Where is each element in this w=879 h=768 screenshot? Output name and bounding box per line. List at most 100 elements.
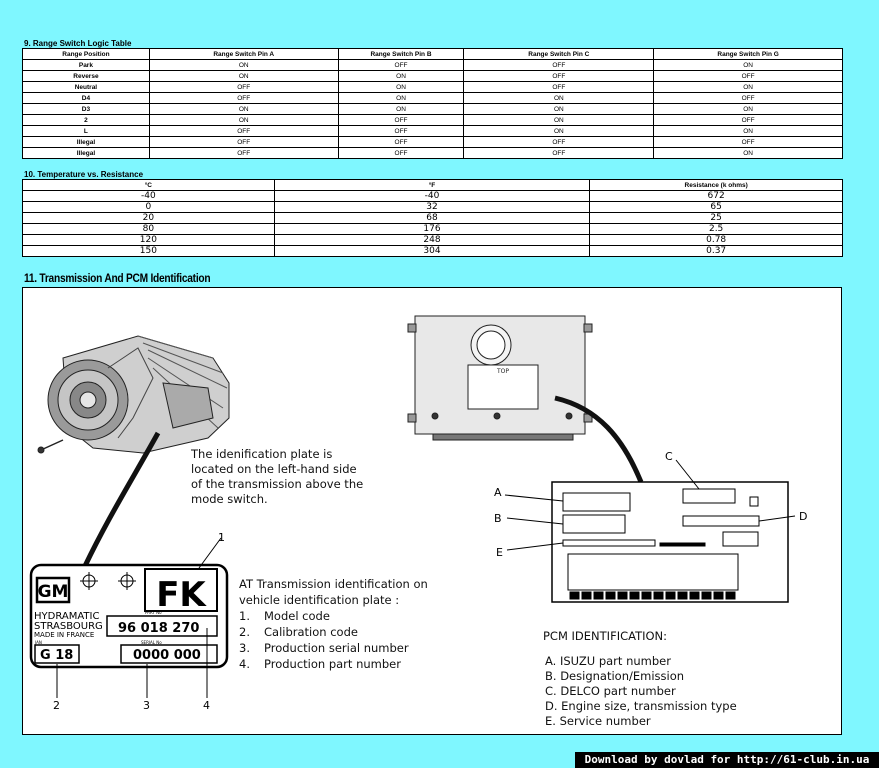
table-cell: OFF: [337, 125, 465, 137]
identification-drawing: GM FK HYDRAMATIC STRASBOURG MADE IN FRAN…: [29, 315, 807, 712]
table-cell: Illegal: [22, 147, 150, 159]
table-cell: OFF: [463, 70, 655, 82]
at-ident-item-number: 1.: [239, 609, 250, 623]
pcm-letter-a: A: [494, 486, 502, 499]
plate-location-line-2: located on the left-hand side: [191, 462, 357, 476]
plate-maker-line-1: HYDRAMATIC: [34, 611, 99, 622]
plate-location-note: The idenification plate is located on th…: [191, 447, 363, 507]
table-cell: OFF: [148, 125, 339, 137]
table-cell: D3: [22, 103, 150, 115]
pcm-letter-d: D: [799, 510, 807, 523]
t1-header-cell: Range Position: [22, 48, 150, 60]
identification-figure: GM FK HYDRAMATIC STRASBOURG MADE IN FRAN…: [22, 287, 842, 735]
section11-title: 11. Transmission And PCM Identification: [24, 271, 211, 285]
table-cell: 672: [589, 190, 843, 202]
table-cell: ON: [337, 92, 465, 104]
plate-calib-label: JAN: [34, 640, 42, 645]
at-ident-title-1: AT Transmission identification on: [239, 577, 428, 591]
at-ident-item-number: 3.: [239, 641, 250, 655]
table-cell: 248: [273, 234, 591, 246]
table-cell: 176: [273, 223, 591, 235]
table-cell: OFF: [337, 136, 465, 148]
transmission-drawing: [37, 335, 230, 454]
table-cell: ON: [653, 81, 843, 93]
table-cell: ON: [653, 59, 843, 71]
table-cell: ON: [463, 114, 655, 126]
at-ident-title-2: vehicle identification plate :: [239, 593, 400, 607]
plate-location-line-1: The idenification plate is: [191, 447, 333, 461]
table-cell: 2: [22, 114, 150, 126]
at-ident-item: 4.Production part number: [239, 656, 428, 672]
table-cell: OFF: [653, 136, 843, 148]
table-cell: ON: [337, 103, 465, 115]
table-cell: ON: [337, 70, 465, 82]
table-cell: 20: [22, 212, 275, 224]
callout-2: 2: [53, 699, 60, 712]
table-cell: ON: [148, 59, 339, 71]
table-cell: 65: [589, 201, 843, 213]
pcm-item: D. Engine size, transmission type: [545, 699, 737, 713]
table-cell: OFF: [337, 147, 465, 159]
plate-model-code: FK: [156, 575, 207, 615]
pcm-item: E. Service number: [545, 714, 651, 728]
table-cell: OFF: [148, 147, 339, 159]
table-cell: OFF: [337, 59, 465, 71]
at-ident-item: 3.Production serial number: [239, 640, 428, 656]
table-cell: OFF: [463, 136, 655, 148]
pcm-letter-e: E: [496, 546, 503, 559]
pcm-top-label: TOP: [496, 368, 509, 375]
table-cell: OFF: [653, 92, 843, 104]
table-cell: ON: [337, 81, 465, 93]
plate-part-number: 96 018 270: [118, 621, 199, 636]
t1-header-cell: Range Switch Pin A: [148, 48, 339, 60]
plate-part-no-label: PART No: [145, 610, 162, 615]
plate-serial-number: 0000 000: [133, 648, 201, 663]
table-cell: 0.78: [589, 234, 843, 246]
table-cell: ON: [653, 103, 843, 115]
table-cell: ON: [463, 92, 655, 104]
plate-logo: GM: [38, 582, 69, 602]
table-cell: 68: [273, 212, 591, 224]
table-cell: OFF: [653, 70, 843, 82]
table-cell: -40: [273, 190, 591, 202]
table-cell: ON: [653, 147, 843, 159]
pcm-identification-title: PCM IDENTIFICATION:: [543, 629, 668, 643]
table-cell: ON: [463, 103, 655, 115]
table-cell: OFF: [148, 92, 339, 104]
t1-header-cell: Range Switch Pin G: [653, 48, 843, 60]
plate-calibration-code: G 18: [40, 648, 73, 663]
table-cell: ON: [148, 70, 339, 82]
table-cell: L: [22, 125, 150, 137]
pcm-label-panel: [504, 459, 796, 603]
t2-header-cell: Resistance (k ohms): [589, 179, 843, 191]
pcm-item: C. DELCO part number: [545, 684, 676, 698]
table-cell: 80: [22, 223, 275, 235]
plate-location-line-4: mode switch.: [191, 492, 268, 506]
table-cell: OFF: [337, 114, 465, 126]
identification-plate: GM FK HYDRAMATIC STRASBOURG MADE IN FRAN…: [29, 531, 229, 712]
download-banner: Download by dovlad for http://61-club.in…: [575, 752, 879, 768]
table-cell: 0: [22, 201, 275, 213]
table-cell: Park: [22, 59, 150, 71]
table-cell: 32: [273, 201, 591, 213]
plate-maker-line-2: STRASBOURG: [34, 621, 103, 632]
pcm-letter-c: C: [665, 450, 673, 463]
at-ident-item: 1.Model code: [239, 608, 428, 624]
table-cell: OFF: [653, 114, 843, 126]
table-cell: OFF: [463, 147, 655, 159]
table-cell: ON: [653, 125, 843, 137]
table-cell: OFF: [148, 136, 339, 148]
plate-location-line-3: of the transmission above the: [191, 477, 364, 491]
t2-header-cell: °F: [273, 179, 591, 191]
pcm-item: A. ISUZU part number: [545, 654, 671, 668]
table-cell: 2.5: [589, 223, 843, 235]
